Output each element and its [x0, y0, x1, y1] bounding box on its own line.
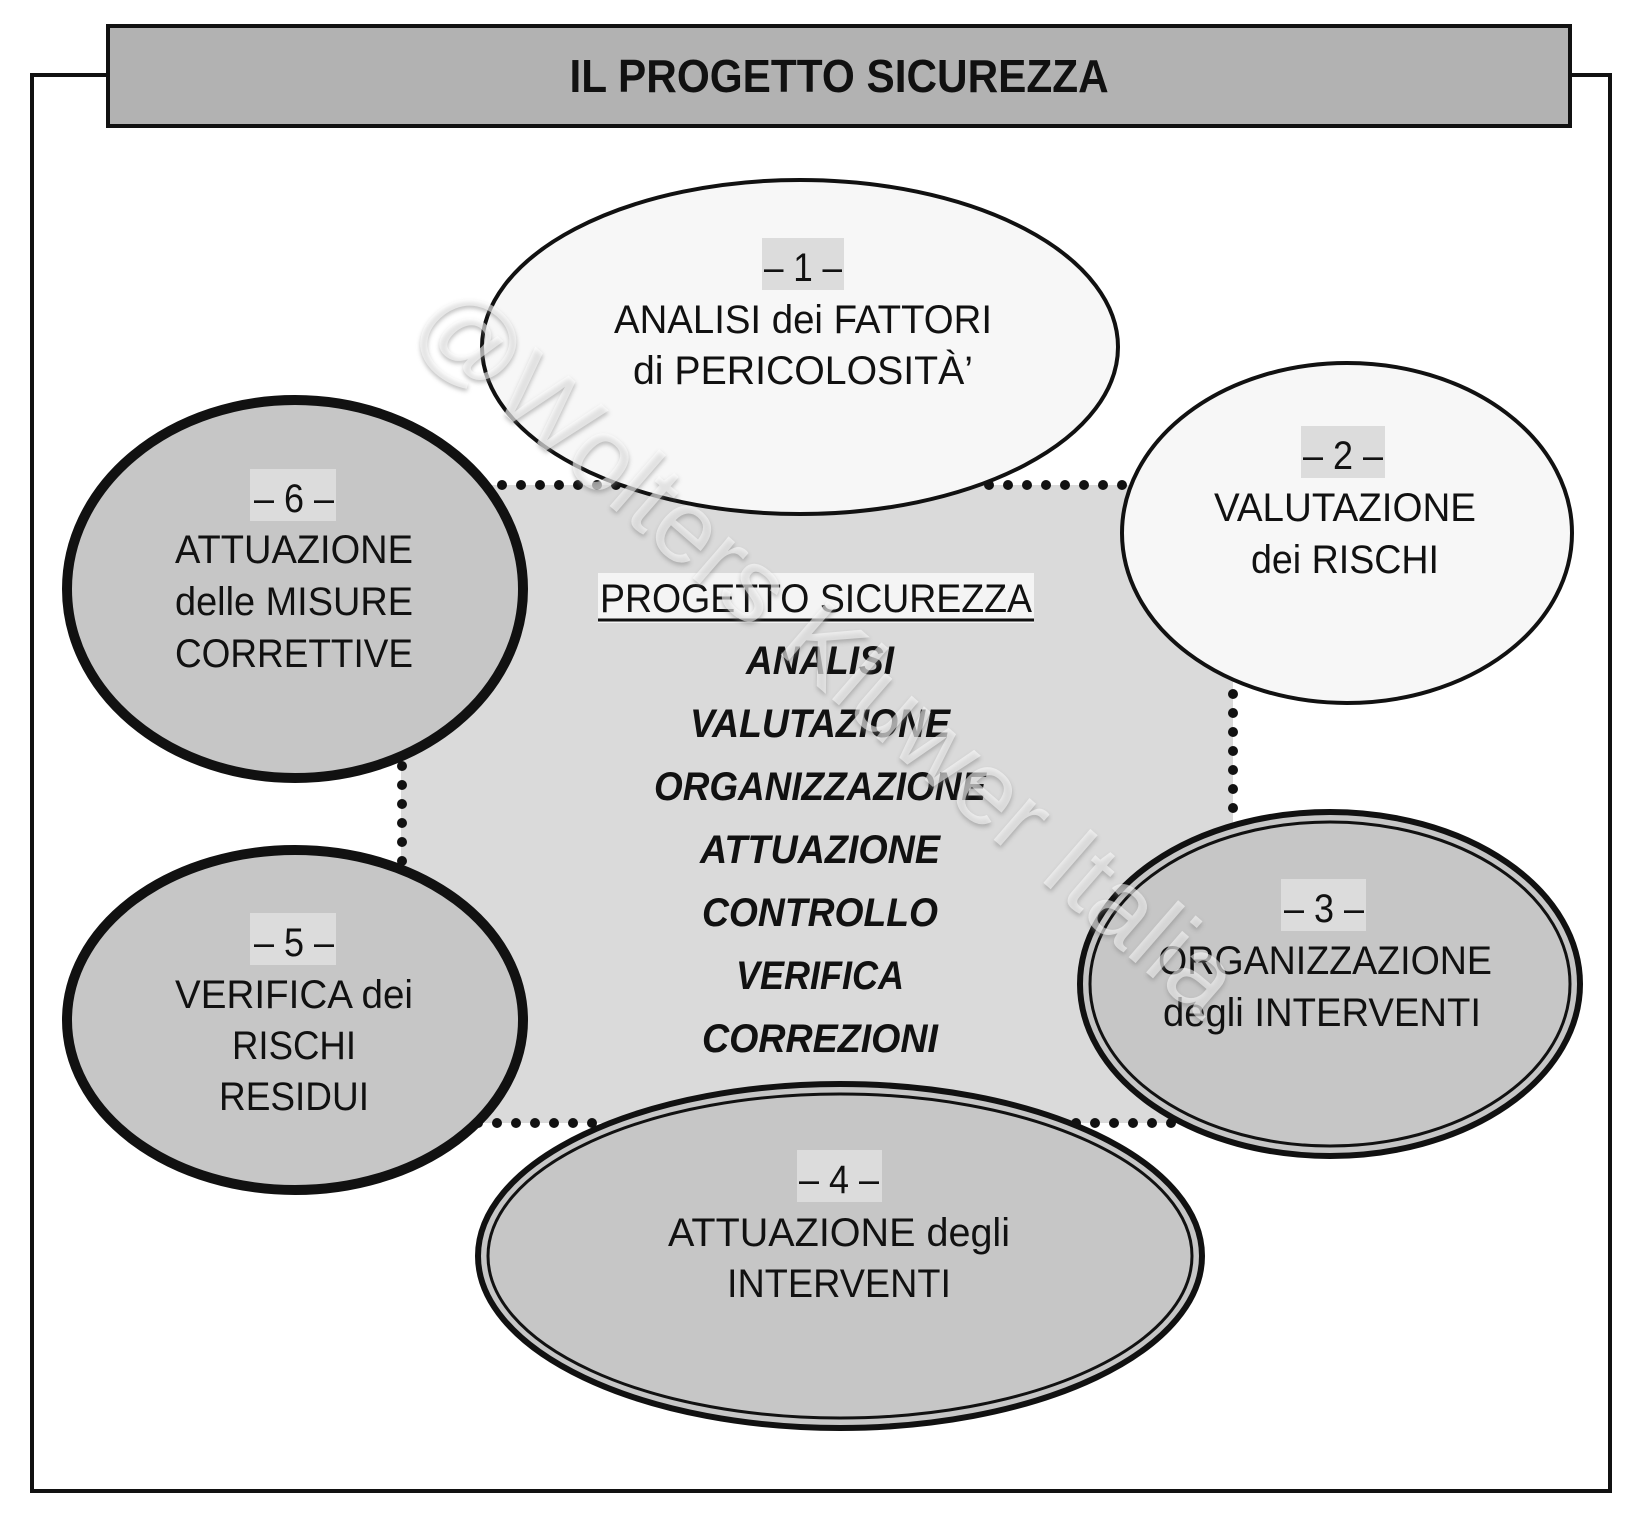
step-4-ellipse [475, 1081, 1205, 1431]
step-4-badge [797, 1150, 882, 1202]
step-1-ellipse [480, 178, 1120, 516]
step-3-line-1: ORGANIZZAZIONE [1158, 939, 1492, 983]
step-4-line-1: ATTUAZIONE degli [668, 1211, 1010, 1255]
step-5-line-3: RESIDUI [219, 1075, 369, 1119]
center-item-correzioni: CORREZIONI [702, 1017, 939, 1061]
step-3-badge [1281, 879, 1366, 931]
step-2-line-1: VALUTAZIONE [1214, 486, 1476, 530]
center-heading-bg [598, 573, 1034, 623]
center-item-analisi: ANALISI [745, 639, 895, 683]
step-6-line-3: CORRETTIVE [175, 632, 413, 676]
step-6-line-2: delle MISURE [175, 580, 413, 624]
step-2-line-2: dei RISCHI [1251, 538, 1439, 582]
frame-top-left-segment [30, 73, 110, 77]
step-6-line-1: ATTUAZIONE [175, 528, 413, 572]
step-1-line-1: ANALISI dei FATTORI [614, 298, 992, 342]
step-5-line-2: RISCHI [232, 1024, 356, 1068]
step-6-badge [250, 469, 336, 521]
center-item-attuazione: ATTUAZIONE [699, 828, 941, 872]
step-5-badge [250, 913, 336, 965]
center-item-organizzazione: ORGANIZZAZIONE [654, 765, 987, 809]
step-2-number: – 2 – [1303, 434, 1384, 478]
step-2-badge [1301, 426, 1385, 478]
center-item-verifica: VERIFICA [736, 954, 904, 998]
step-1-badge [762, 238, 844, 290]
step-2-ellipse [1120, 361, 1574, 705]
outer-frame [30, 75, 1612, 1493]
step-1-line-2: di PERICOLOSITÀ’ [633, 348, 973, 393]
step-6-number: – 6 – [254, 477, 335, 521]
step-5-ellipse [62, 845, 528, 1195]
frame-top-right-segment [1568, 73, 1612, 77]
step-5-line-1: VERIFICA dei [175, 973, 413, 1017]
step-6-ellipse [62, 395, 528, 783]
page-title: IL PROGETTO SICUREZZA [569, 50, 1109, 102]
step-3-number: – 3 – [1284, 887, 1365, 931]
title-banner: IL PROGETTO SICUREZZA [106, 24, 1572, 128]
step-4-number: – 4 – [799, 1158, 880, 1202]
step-5-number: – 5 – [254, 921, 335, 965]
center-item-valutazione: VALUTAZIONE [690, 702, 951, 746]
center-heading: PROGETTO SICUREZZA [600, 577, 1032, 621]
center-item-controllo: CONTROLLO [702, 891, 938, 935]
step-4-line-2: INTERVENTI [727, 1262, 951, 1306]
step-3-line-2: degli INTERVENTI [1163, 991, 1481, 1035]
step-1-number: – 1 – [764, 246, 843, 290]
step-3-ellipse [1077, 809, 1583, 1159]
